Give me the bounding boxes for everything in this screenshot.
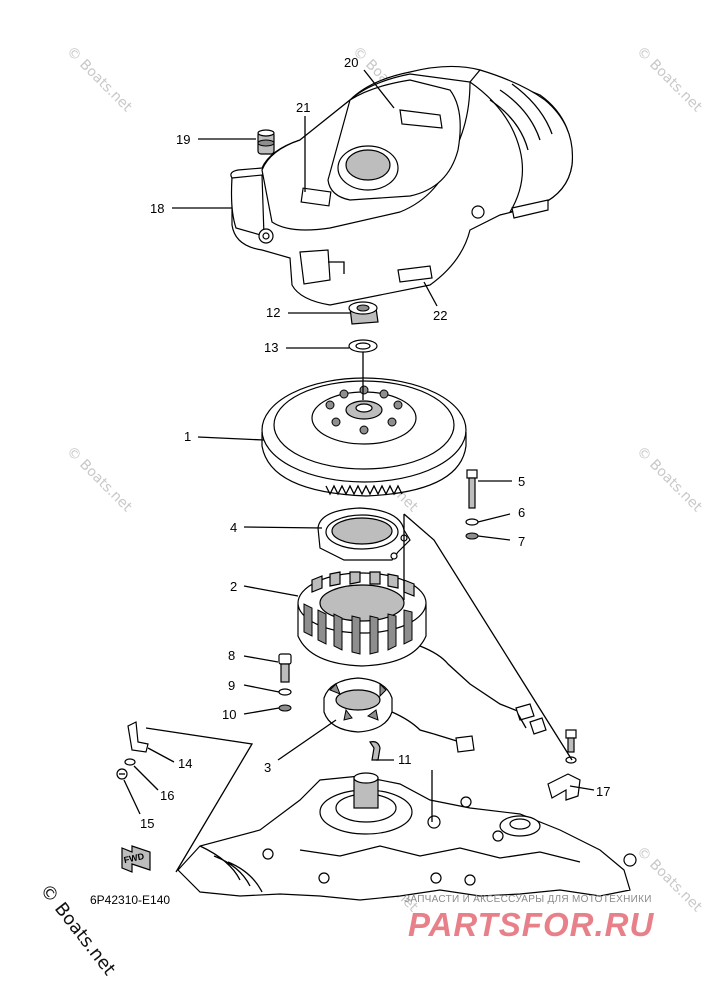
callout-2: 2 [230, 579, 237, 594]
washer-16 [124, 758, 136, 766]
callout-21: 21 [296, 100, 310, 115]
watermark: © Boats.net [633, 44, 705, 116]
washer-7 [465, 532, 479, 540]
callout-10: 10 [222, 707, 236, 722]
callout-22: 22 [433, 308, 447, 323]
engine-block [177, 770, 637, 901]
callout-8: 8 [228, 648, 235, 663]
brand-subtitle: ЗАПЧАСТИ И АКСЕССУАРЫ ДЛЯ МОТОТЕХНИКИ [404, 894, 652, 905]
flywheel-cover [230, 65, 574, 306]
diagram-code: 6P42310-E140 [90, 893, 171, 907]
watermark: © Boats.net [63, 444, 135, 516]
watermark: © Boats.net [633, 444, 705, 516]
callout-17: 17 [596, 784, 610, 799]
clamp [369, 741, 381, 761]
callout-4: 4 [230, 520, 237, 535]
fwd-label: FWD [123, 851, 146, 865]
callout-16: 16 [160, 788, 174, 803]
callout-7: 7 [518, 534, 525, 549]
callout-14: 14 [178, 756, 192, 771]
flywheel-nut [348, 301, 379, 325]
callout-3: 3 [264, 760, 271, 775]
fwd-arrow: FWD [121, 845, 151, 873]
callout-11: 11 [398, 752, 412, 767]
rotor-plate [317, 507, 411, 561]
bracket-17 [547, 729, 581, 801]
leader-lines [123, 69, 595, 873]
watermark: © Boats.net [63, 44, 135, 116]
washer-10 [278, 704, 292, 712]
callout-13: 13 [264, 340, 278, 355]
washer-6 [465, 518, 479, 526]
flywheel-washer [348, 339, 378, 353]
callout-15: 15 [140, 816, 154, 831]
flywheel [261, 377, 467, 497]
stator [297, 571, 547, 735]
washer-9 [278, 688, 292, 696]
callout-18: 18 [150, 201, 164, 216]
callout-12: 12 [266, 305, 280, 320]
callout-labels: 20 21 19 18 12 22 13 1 5 6 4 7 2 8 9 10 … [140, 55, 610, 831]
pulser-coil [323, 677, 475, 753]
bolt-5 [466, 469, 478, 509]
bolt-8 [278, 653, 292, 683]
brand-logo-text: PARTSFOR.RU [408, 906, 655, 943]
callout-1: 1 [184, 429, 191, 444]
screw-15 [116, 768, 128, 780]
callout-9: 9 [228, 678, 235, 693]
callout-20: 20 [344, 55, 358, 70]
grommet [257, 129, 275, 155]
callout-5: 5 [518, 474, 525, 489]
bracket-14 [127, 721, 149, 753]
callout-19: 19 [176, 132, 190, 147]
callout-6: 6 [518, 505, 525, 520]
